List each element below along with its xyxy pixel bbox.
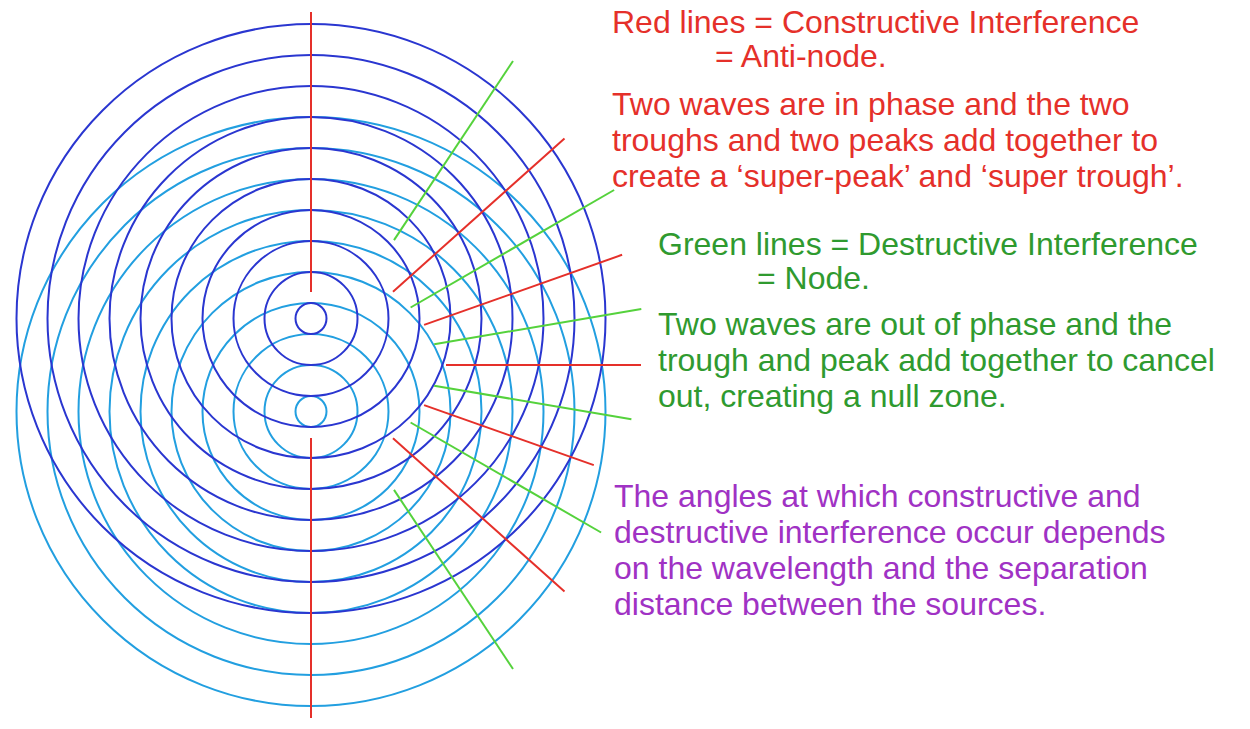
antinode-line: [424, 255, 622, 325]
legend-heading: Red lines = Constructive Interference: [612, 4, 1139, 40]
explanation-note: Two waves are out of phase and the troug…: [658, 306, 1233, 414]
antinode-line: [446, 364, 641, 366]
antinode-line: [424, 405, 594, 465]
wavefront-circle: [296, 303, 327, 334]
legend-heading: = Node.: [757, 260, 870, 296]
explanation-note: The angles at which constructive and des…: [614, 478, 1189, 622]
legend-heading: = Anti-node.: [715, 38, 887, 74]
node-line: [411, 423, 601, 533]
legend-heading: Green lines = Destructive Interference: [658, 226, 1198, 262]
antinode-line: [310, 12, 312, 292]
antinode-line: [393, 438, 565, 591]
node-line: [411, 190, 614, 308]
wavefront-circle: [296, 396, 327, 427]
antinode-line: [310, 438, 312, 718]
node-line: [394, 490, 513, 669]
node-line: [434, 386, 631, 419]
node-line: [394, 61, 513, 240]
explanation-note: Two waves are in phase and the two troug…: [612, 86, 1212, 194]
node-line: [434, 309, 641, 344]
